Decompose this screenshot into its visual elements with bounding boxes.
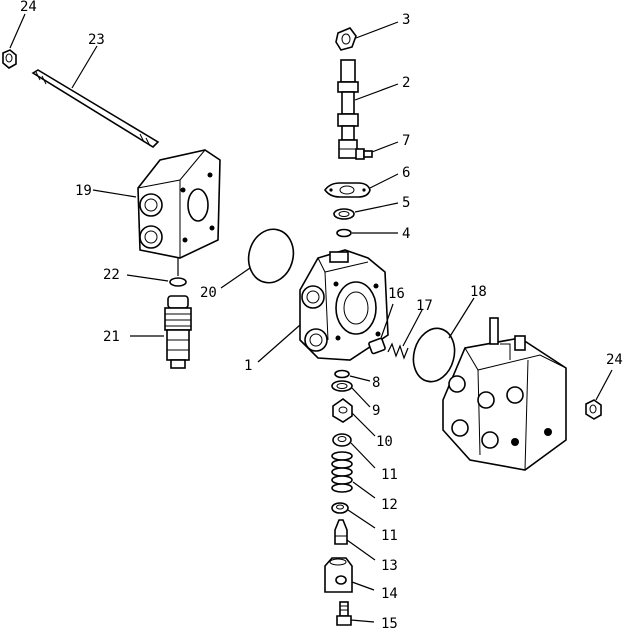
label-11b: 11 [381,528,398,544]
leader-3 [355,21,399,39]
leader-14 [351,581,375,591]
leader-18 [448,297,475,339]
label-16: 16 [388,286,405,302]
part-12-spring [331,451,353,493]
label-14: 14 [381,586,398,602]
label-12: 12 [381,497,398,513]
part-24-nut-left [2,49,17,69]
label-5: 5 [402,195,410,211]
leader-11b [347,509,376,529]
part-4-o-ring [336,228,352,238]
part-13-poppet [334,519,348,545]
label-17: 17 [416,298,433,314]
part-21-relief-valve [164,295,192,369]
part-6-plate [324,182,371,198]
part-2-spool [337,59,359,159]
part-7-bolt [355,148,373,160]
part-1-valve-body [299,249,389,361]
part-3-cap [335,27,357,51]
label-19: 19 [75,183,92,199]
label-24b: 24 [606,352,623,368]
part-14-plug [324,557,353,593]
leader-6 [369,173,399,189]
leader-19 [92,189,137,198]
part-15-bolt [336,601,352,626]
leader-10 [351,412,376,437]
leader-13 [346,539,376,561]
label-24a: 24 [20,0,37,15]
part-18-o-ring-large [412,327,456,383]
label-23: 23 [88,32,105,48]
leader-15 [350,619,375,623]
leader-11a [350,442,376,469]
part-11-retainer-upper [332,433,352,447]
label-9: 9 [372,403,380,419]
label-8: 8 [372,375,380,391]
label-3: 3 [402,12,410,28]
label-18: 18 [470,284,487,300]
part-23-stud-bolt [31,69,160,149]
part-11-retainer-lower [331,502,349,514]
part-10-plate [332,398,353,423]
part-24-nut-right [585,399,602,420]
leader-24b [595,369,613,401]
leader-17 [402,309,423,347]
part-22-o-ring [169,277,187,287]
leader-8 [349,375,371,382]
part-5-washer [333,208,355,220]
label-1: 1 [244,358,252,374]
adjacent-valve-block [442,317,567,471]
leader-22 [126,274,169,282]
leader-12 [352,481,376,499]
label-20: 20 [200,285,217,301]
label-2: 2 [402,75,410,91]
leader-9 [351,387,371,408]
part-20-o-ring-large [247,228,295,284]
part-17-spring [387,342,409,360]
leader-5 [354,202,399,213]
label-6: 6 [402,165,410,181]
part-16-plug [368,337,386,355]
label-22: 22 [103,267,120,283]
label-7: 7 [402,133,410,149]
label-13: 13 [381,558,398,574]
label-10: 10 [376,434,393,450]
leader-7 [371,141,399,153]
leader-23 [71,45,98,89]
leader-2 [354,83,399,101]
part-8-o-ring [334,369,350,379]
leader-24a [9,13,26,49]
leader-20 [220,267,251,289]
leader-16 [380,303,394,339]
part-9-seal [331,380,353,392]
part-19-cover-block [137,149,221,259]
leader-1 [257,324,301,363]
label-21: 21 [103,329,120,345]
label-15: 15 [381,616,398,630]
label-11a: 11 [381,467,398,483]
label-4: 4 [402,226,410,242]
